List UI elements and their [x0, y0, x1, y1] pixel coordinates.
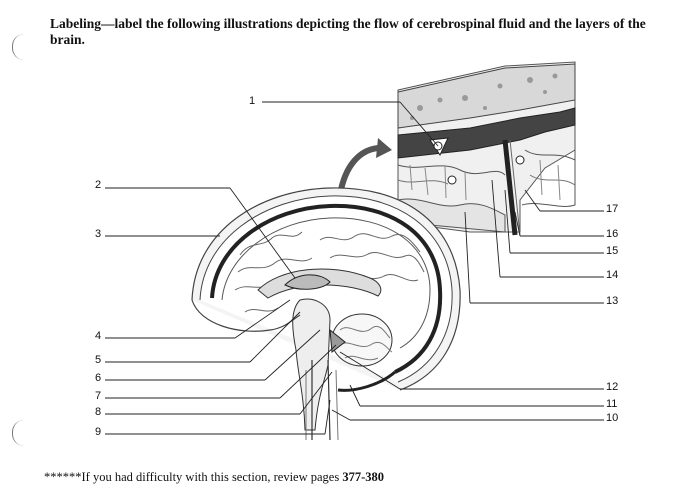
label-number-13: 13 [606, 295, 619, 307]
zoom-arrow [337, 145, 379, 196]
review-note: ******If you had difficulty with this se… [44, 470, 384, 485]
brain-sagittal [191, 187, 461, 441]
label-number-11: 11 [606, 398, 618, 410]
label-number-16: 16 [606, 228, 619, 240]
label-number-7: 7 [95, 390, 102, 402]
leader-lines-right [331, 179, 604, 421]
meninges-inset [397, 61, 576, 236]
label-number-3: 3 [95, 228, 102, 240]
label-number-6: 6 [95, 372, 102, 384]
review-pages: 377-380 [342, 470, 384, 484]
label-number-2: 2 [95, 179, 102, 191]
leader-lines-left [105, 187, 337, 435]
label-number-5: 5 [95, 354, 102, 366]
binder-hole-top [12, 34, 25, 60]
label-number-9: 9 [95, 426, 102, 438]
worksheet-heading: Labeling—label the following illustratio… [50, 16, 646, 47]
label-number-12: 12 [606, 381, 619, 393]
leader-line-top [262, 101, 439, 147]
label-number-15: 15 [606, 245, 619, 257]
label-number-1: 1 [249, 95, 256, 107]
label-number-8: 8 [95, 406, 102, 418]
label-number-10: 10 [606, 412, 619, 424]
binder-hole-bottom [12, 420, 25, 446]
label-number-4: 4 [95, 330, 102, 342]
label-number-17: 17 [606, 203, 619, 215]
label-number-14: 14 [606, 269, 619, 281]
review-note-text: ******If you had difficulty with this se… [44, 470, 343, 484]
